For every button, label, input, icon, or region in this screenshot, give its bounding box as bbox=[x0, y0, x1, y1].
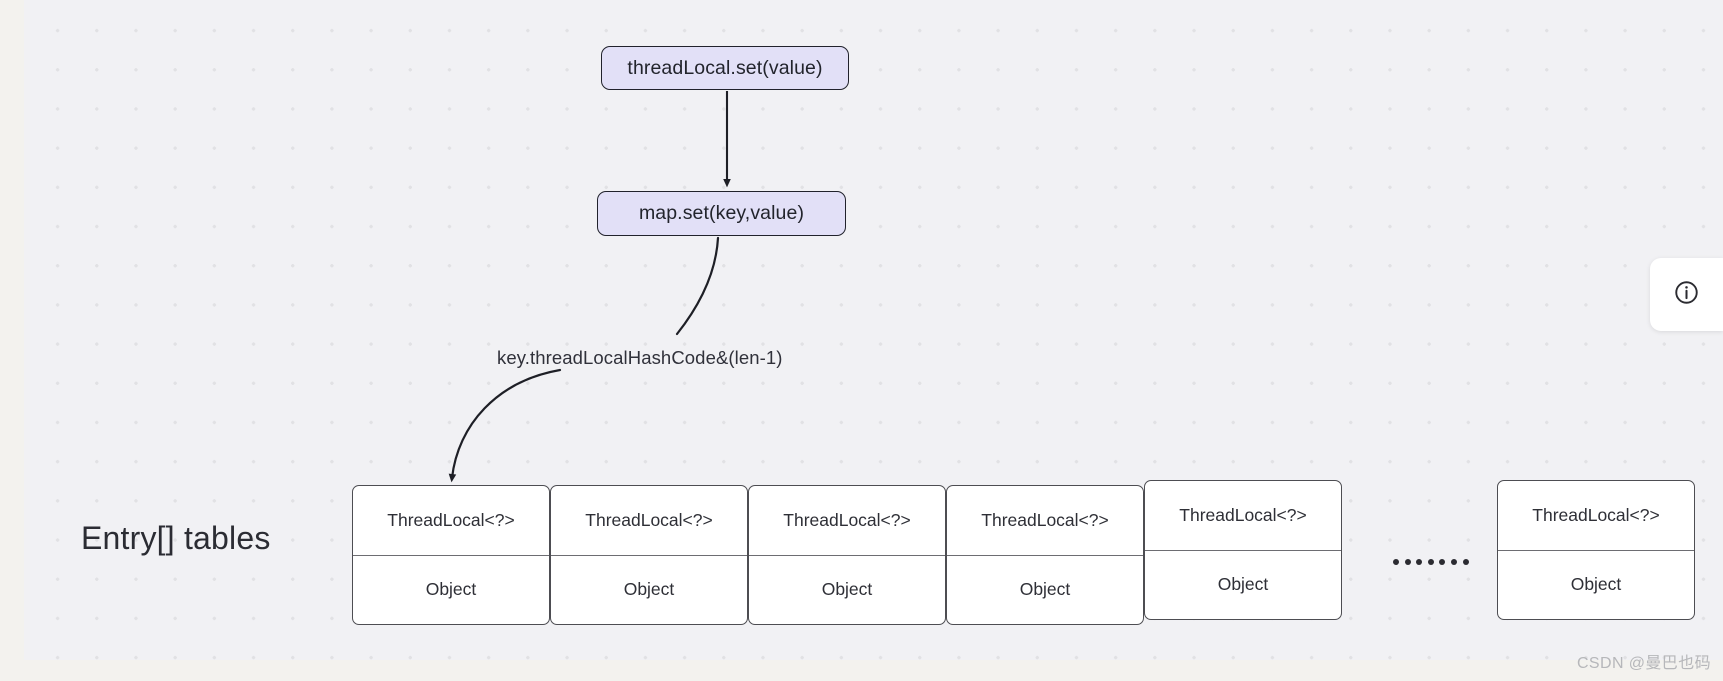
ellipsis-dot bbox=[1450, 559, 1457, 565]
node-map-set[interactable]: map.set(key,value) bbox=[597, 191, 846, 236]
ellipsis-dot bbox=[1427, 559, 1434, 565]
entry-cell-key: ThreadLocal<?> bbox=[749, 486, 945, 556]
info-circle-icon[interactable] bbox=[1673, 279, 1700, 311]
ellipsis-dot bbox=[1404, 559, 1411, 565]
node-map-set-label: map.set(key,value) bbox=[638, 202, 805, 224]
info-panel[interactable] bbox=[1650, 258, 1723, 331]
ellipsis-dot bbox=[1393, 559, 1399, 565]
entry-cell-value: Object bbox=[821, 579, 873, 600]
ellipsis-dot bbox=[1439, 559, 1446, 565]
entry-cell-2[interactable]: ThreadLocal<?> Object bbox=[748, 485, 946, 625]
entry-cell-5[interactable]: ThreadLocal<?> Object bbox=[1497, 480, 1695, 620]
node-threadlocal-set[interactable]: threadLocal.set(value) bbox=[601, 46, 849, 90]
watermark: CSDN @曼巴也码 bbox=[1576, 655, 1711, 672]
entry-table-ellipsis bbox=[1393, 559, 1469, 565]
entry-cell-key: ThreadLocal<?> bbox=[551, 486, 747, 556]
entry-cell-value: Object bbox=[623, 579, 675, 600]
edge-label-hash-index: key.threadLocalHashCode&(len-1) bbox=[497, 347, 783, 368]
entry-cell-3[interactable]: ThreadLocal<?> Object bbox=[946, 485, 1144, 625]
node-threadlocal-set-label: threadLocal.set(value) bbox=[627, 56, 823, 79]
entry-cell-key: ThreadLocal<?> bbox=[1145, 481, 1341, 551]
entry-cell-value: Object bbox=[425, 579, 477, 600]
entry-cell-value: Object bbox=[1217, 574, 1269, 595]
entry-cell-4[interactable]: ThreadLocal<?> Object bbox=[1144, 480, 1342, 620]
entry-cell-0[interactable]: ThreadLocal<?> Object bbox=[352, 485, 550, 625]
entry-cell-value: Object bbox=[1019, 579, 1071, 600]
entry-cell-value: Object bbox=[1570, 574, 1622, 595]
entry-cell-1[interactable]: ThreadLocal<?> Object bbox=[550, 485, 748, 625]
entry-cell-key: ThreadLocal<?> bbox=[947, 486, 1143, 556]
entry-cell-key: ThreadLocal<?> bbox=[353, 486, 549, 556]
entry-table-caption: Entry[] tables bbox=[81, 520, 271, 556]
diagram-canvas[interactable] bbox=[24, 0, 1723, 660]
ellipsis-dot bbox=[1462, 559, 1469, 565]
ellipsis-dot bbox=[1416, 559, 1423, 565]
entry-cell-key: ThreadLocal<?> bbox=[1498, 481, 1694, 551]
